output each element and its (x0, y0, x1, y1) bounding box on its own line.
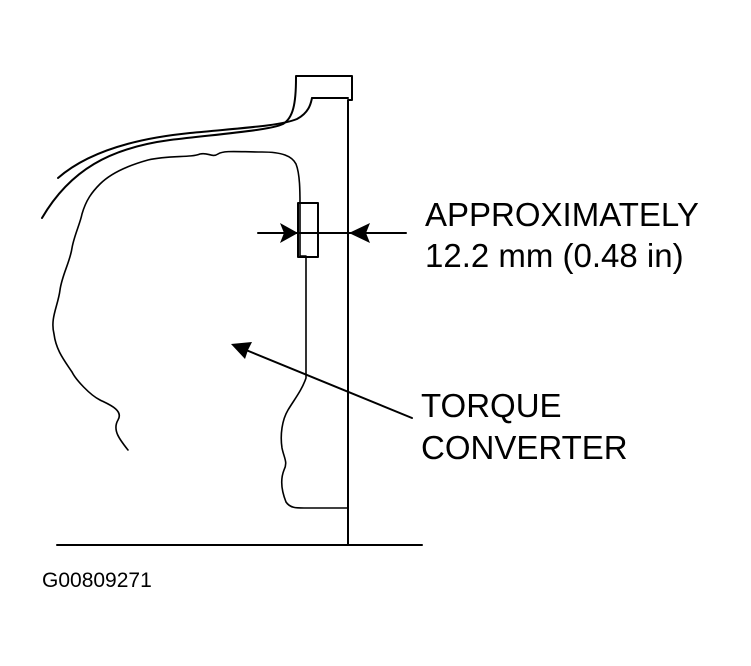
figure-id: G00809271 (42, 569, 152, 592)
measurement-label-line1: APPROXIMATELY (425, 196, 699, 233)
leader-arrowhead-icon (231, 342, 252, 359)
torque-converter-outline (52, 150, 349, 509)
measurement-spacer-block (297, 202, 319, 258)
torque-converter-leader (231, 342, 413, 419)
housing-plate (295, 75, 353, 546)
torque-converter-label-line2: CONVERTER (421, 429, 628, 466)
gap-dimension-arrows (257, 223, 407, 243)
housing-outer-curves (41, 77, 313, 219)
torque-converter-label-line1: TORQUE (421, 387, 562, 424)
left-arrowhead-icon (280, 223, 298, 243)
right-arrowhead-icon (349, 223, 370, 243)
measurement-label-line2: 12.2 mm (0.48 in) (425, 237, 684, 274)
